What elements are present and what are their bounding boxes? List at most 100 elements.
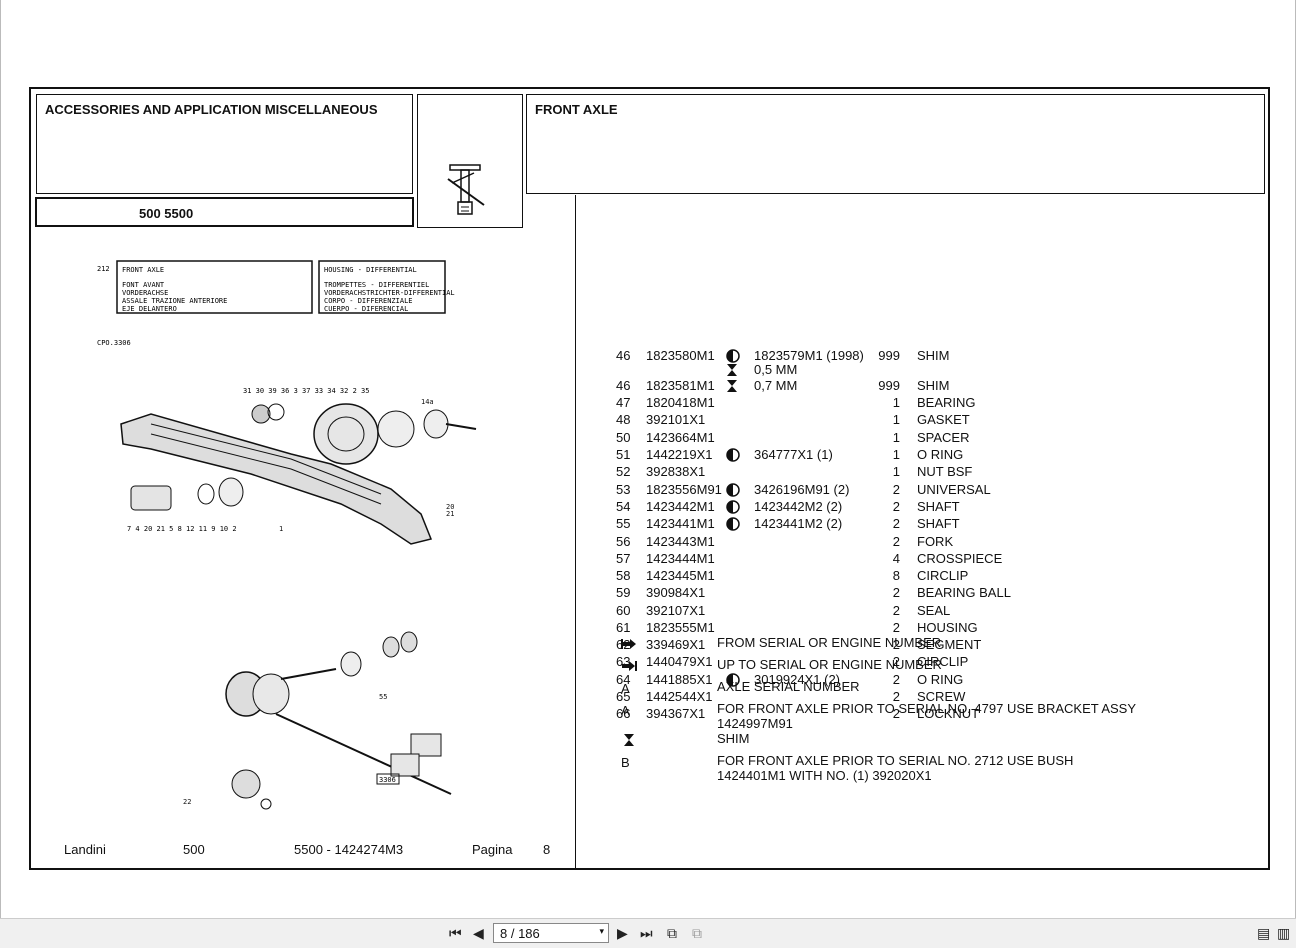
parts-cell-part: 392107X1 — [646, 603, 706, 618]
legend-text: FOR FRONT AXLE PRIOR TO SERIAL NO. 2712 … — [717, 753, 1074, 783]
parts-cell-ref: 61 — [616, 620, 631, 635]
parts-cell-ref: 50 — [616, 430, 631, 445]
parts-cell-part: 1823556M91 — [646, 482, 722, 497]
parts-cell-qty: 2 — [892, 534, 900, 549]
title-box-line: FONT AVANT — [122, 281, 165, 289]
parts-cell-desc: SHIM — [917, 348, 950, 363]
parts-cell-qty: 2 — [892, 672, 900, 687]
title-box-line: ASSALE TRAZIONE ANTERIORE — [122, 297, 227, 305]
diagram-page-ref: 212 — [97, 265, 110, 273]
viewer-toolbar: ⏮ ◀ 8 / 186 ▾ ▶ ⏭ ⧉ ⧉ ▤ ▥ — [0, 918, 1296, 948]
parts-cell-qty: 2 — [892, 499, 900, 514]
chevron-down-icon[interactable]: ▾ — [599, 926, 604, 936]
parts-cell-qty: 2 — [892, 516, 900, 531]
parts-cell-desc: SCREW — [917, 689, 966, 704]
parts-cell-desc: SPACER — [917, 430, 970, 445]
shim-hourglass-icon — [621, 731, 641, 750]
parts-cell-alt: 0,7 MM — [754, 378, 798, 393]
title-box-line: EJE DELANTERO — [122, 305, 177, 313]
parts-cell-qty: 2 — [892, 620, 900, 635]
parts-cell-alt: 0,5 MM — [754, 362, 798, 377]
legend-letter: B — [621, 755, 630, 770]
parts-cell-qty: 1 — [892, 464, 900, 479]
parts-cell-part: 1823555M1 — [646, 620, 715, 635]
legend-text: UP TO SERIAL OR ENGINE NUMBER — [717, 657, 942, 672]
replacement-circle-icon — [726, 447, 740, 465]
parts-cell-qty: 1 — [892, 395, 900, 410]
parts-cell-qty: 2 — [892, 689, 900, 704]
footer-series: 500 — [183, 842, 205, 857]
parts-cell-ref: 64 — [616, 672, 631, 687]
model-label: 500 5500 — [139, 206, 194, 221]
legend-text: SHIM — [717, 731, 750, 746]
parts-cell-qty: 1 — [892, 447, 900, 462]
document-viewport: ACCESSORIES AND APPLICATION MISCELLANEOU… — [0, 0, 1296, 918]
parts-cell-part: 1423664M1 — [646, 430, 715, 445]
parts-cell-part: 1423443M1 — [646, 534, 715, 549]
svg-text:20: 20 — [446, 503, 454, 511]
parts-cell-qty: 8 — [892, 568, 900, 583]
parts-cell-desc: O RING — [917, 672, 964, 687]
parts-cell-desc: O RING — [917, 447, 964, 462]
parts-cell-ref: 52 — [616, 464, 631, 479]
parts-cell-qty: 2 — [892, 603, 900, 618]
footer-brand: Landini — [64, 842, 106, 857]
parts-cell-qty: 1 — [892, 430, 900, 445]
footer-page-number: 8 — [543, 842, 551, 857]
replacement-circle-icon — [726, 482, 740, 500]
icon-box — [417, 94, 523, 228]
page-footer: Landini 500 5500 - 1424274M3 Pagina 8 — [31, 842, 571, 862]
next-page-icon[interactable]: ▶ — [617, 925, 628, 941]
parts-cell-desc: BEARING — [917, 395, 976, 410]
parts-cell-ref: 58 — [616, 568, 631, 583]
go-forward-icon[interactable]: ⧉ — [692, 925, 702, 941]
replacement-circle-icon — [726, 516, 740, 534]
right-title: FRONT AXLE — [535, 102, 618, 117]
drawing-ref: 3306 — [379, 776, 396, 784]
two-page-view-icon[interactable]: ▥ — [1277, 925, 1291, 941]
parts-cell-ref: 65 — [616, 689, 631, 704]
parts-cell-part: 392101X1 — [646, 412, 706, 427]
prev-page-icon[interactable]: ◀ — [473, 925, 484, 941]
parts-cell-part: 392838X1 — [646, 464, 706, 479]
parts-cell-ref: 46 — [616, 348, 631, 363]
axle-hub-icon — [447, 164, 485, 215]
parts-cell-ref: 48 — [616, 412, 631, 427]
parts-cell-qty: 1 — [892, 412, 900, 427]
column-divider — [575, 195, 576, 870]
parts-cell-desc: SHAFT — [917, 516, 960, 531]
parts-cell-desc: SHIM — [917, 378, 950, 393]
parts-cell-part: 1823580M1 — [646, 348, 715, 363]
parts-cell-desc: CIRCLIP — [917, 654, 969, 669]
parts-cell-part: 1440479X1 — [646, 654, 713, 669]
parts-cell-alt: 3019924X1 (2) — [754, 672, 841, 687]
arrow-from-icon — [621, 635, 641, 653]
section-box-line: HOUSING - DIFFERENTIAL — [324, 266, 417, 274]
parts-cell-desc: SEGMENT — [917, 637, 982, 652]
go-back-icon[interactable]: ⧉ — [667, 925, 677, 941]
legend-text: FROM SERIAL OR ENGINE NUMBER — [717, 635, 942, 650]
last-page-icon[interactable]: ⏭ — [640, 925, 653, 941]
parts-cell-desc: CIRCLIP — [917, 568, 969, 583]
parts-cell-part: 390984X1 — [646, 585, 706, 600]
parts-cell-qty: 999 — [878, 348, 900, 363]
parts-cell-desc: GASKET — [917, 412, 970, 427]
footer-page-label: Pagina — [472, 842, 513, 857]
parts-cell-part: 1423441M1 — [646, 516, 715, 531]
first-page-icon[interactable]: ⏮ — [449, 925, 462, 941]
page-number-field[interactable]: 8 / 186 ▾ — [493, 923, 609, 943]
replacement-circle-icon — [726, 348, 740, 366]
parts-cell-alt: 1423442M2 (2) — [754, 499, 843, 514]
parts-cell-ref: 47 — [616, 395, 631, 410]
callouts-bottom-left: 7 4 20 21 5 8 12 11 9 10 2 — [127, 525, 237, 533]
parts-cell-alt: 1823579M1 (1998) — [754, 348, 864, 363]
left-title-box: ACCESSORIES AND APPLICATION MISCELLANEOU… — [36, 94, 413, 194]
model-box: 500 5500 — [35, 197, 414, 227]
front-axle-exploded-diagram: 212 FRONT AXLE FONT AVANT VORDERACHSE AS… — [97, 260, 477, 810]
parts-cell-ref: 55 — [616, 516, 631, 531]
svg-text:14a: 14a — [421, 398, 434, 406]
parts-cell-desc: LOCKNUT — [917, 706, 980, 721]
parts-cell-desc: SEAL — [917, 603, 951, 618]
single-page-view-icon[interactable]: ▤ — [1257, 925, 1271, 941]
parts-cell-qty: 2 — [892, 654, 900, 669]
